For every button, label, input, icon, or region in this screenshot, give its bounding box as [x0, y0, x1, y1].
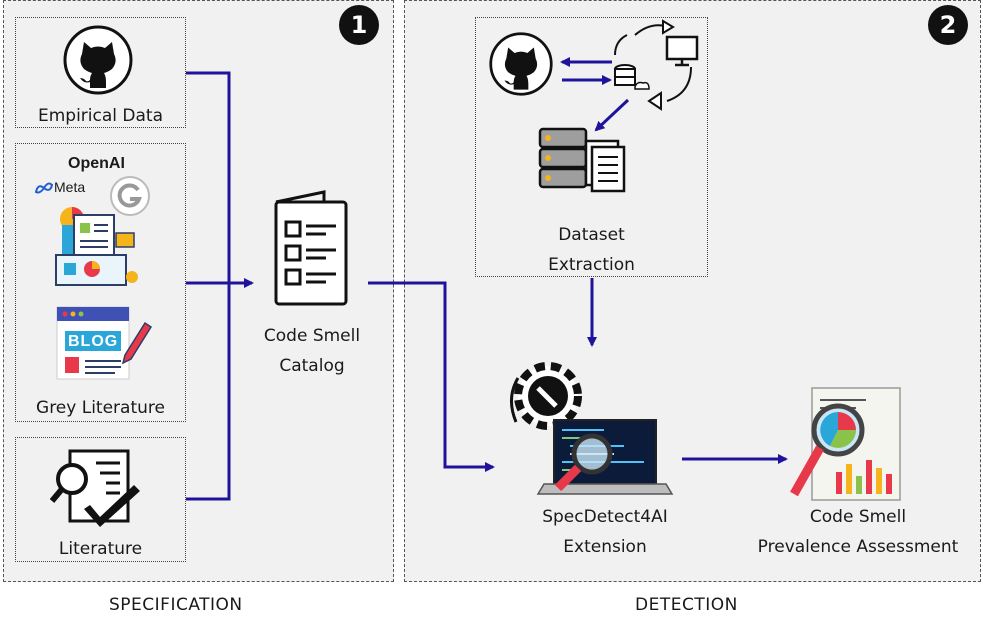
specification-footer: SPECIFICATION [109, 595, 243, 615]
sync-cycle-icon [614, 19, 699, 111]
database-icon [538, 127, 626, 193]
step-2-badge: 2 [928, 5, 968, 45]
meta-label: Meta [54, 179, 86, 195]
catalog-label-1: Code Smell [263, 326, 361, 346]
github-icon [63, 25, 133, 95]
literature-review-icon [50, 449, 140, 527]
gear-laptop-icon [510, 362, 674, 495]
tool-label-1: SpecDetect4AI [542, 507, 668, 527]
assessment-label-1: Code Smell [809, 507, 907, 527]
sync-to-database-arrow [594, 98, 630, 132]
openai-label: OpenAI [68, 155, 125, 172]
dataset-label-2: Extraction [548, 255, 635, 275]
step-1-badge: 1 [339, 5, 379, 45]
tool-label-2: Extension [563, 537, 647, 557]
documents-icon [55, 207, 138, 286]
catalog-to-tool-arrow [368, 281, 495, 472]
blog-label: BLOG [68, 333, 119, 350]
empirical-to-catalog-connector [186, 71, 231, 283]
grey-literature-label: Grey Literature [36, 398, 165, 418]
assessment-label-2: Prevalence Assessment [757, 537, 959, 557]
literature-to-catalog-connector [186, 283, 231, 501]
catalog-label-2: Catalog [279, 356, 345, 376]
blog-icon [56, 306, 153, 380]
dataset-label-1: Dataset [558, 225, 625, 245]
github-small-icon [489, 32, 553, 96]
checklist-icon [274, 190, 348, 306]
empirical-data-label: Empirical Data [37, 106, 163, 126]
google-icon [110, 176, 150, 216]
detection-footer: DETECTION [635, 595, 738, 615]
chart-magnifier-icon [790, 387, 901, 501]
literature-label: Literature [58, 539, 143, 559]
meta-icon [34, 182, 54, 194]
